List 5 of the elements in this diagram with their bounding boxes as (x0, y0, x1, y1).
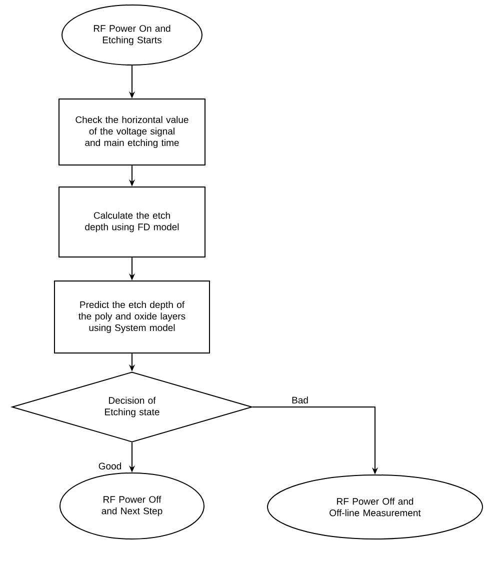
edge-label: Bad (290, 396, 310, 404)
process-box: Predict the etch depth of the poly and oxide layers using System model (54, 280, 210, 354)
edge-label: Good (97, 462, 123, 470)
process-box: Check the horizontal value of the voltage signal and main etching time (58, 98, 206, 166)
process-box: Calculate the etch depth using FD model (58, 186, 206, 258)
